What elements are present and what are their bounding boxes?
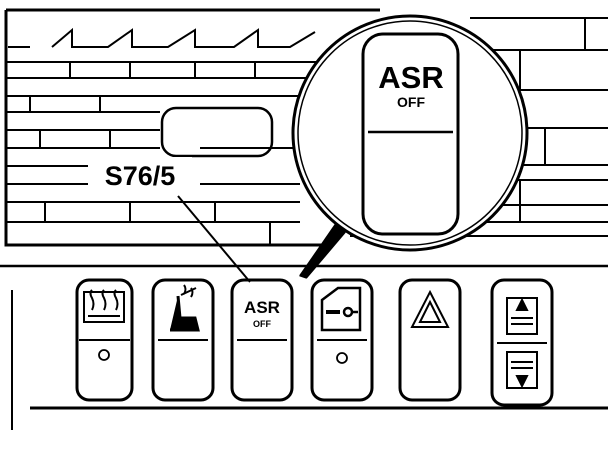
magnified-asr-label-line2: OFF — [397, 94, 425, 110]
rear-defrost-switch[interactable] — [75, 278, 134, 402]
door-lock-icon — [320, 286, 362, 332]
sunroof-up-icon — [506, 297, 538, 335]
central-lock-switch[interactable] — [310, 278, 374, 402]
switch-panel — [0, 264, 608, 430]
callout-leader-line — [177, 195, 251, 283]
indicator-led — [98, 349, 110, 361]
seat-heater-switch[interactable] — [151, 278, 215, 402]
hazard-triangle-icon — [410, 289, 450, 328]
magnifier-lens — [291, 14, 529, 279]
indicator-led — [336, 352, 348, 364]
callout-label: S76/5 — [105, 161, 176, 191]
rear-defrost-icon — [83, 289, 125, 323]
hazard-switch[interactable] — [398, 278, 462, 402]
asr-off-switch[interactable] — [230, 278, 294, 402]
asr-switch-label-line2: OFF — [253, 319, 271, 329]
asr-switch-label-line1: ASR — [244, 298, 280, 317]
magnified-asr-label-line1: ASR — [378, 60, 443, 95]
magnified-asr-switch — [361, 32, 460, 236]
callout-label-background — [88, 157, 192, 193]
sunroof-down-icon — [506, 351, 538, 389]
sunroof-switch[interactable] — [490, 278, 554, 407]
seat-heater-icon — [170, 284, 200, 332]
air-vent-grille — [4, 8, 608, 247]
